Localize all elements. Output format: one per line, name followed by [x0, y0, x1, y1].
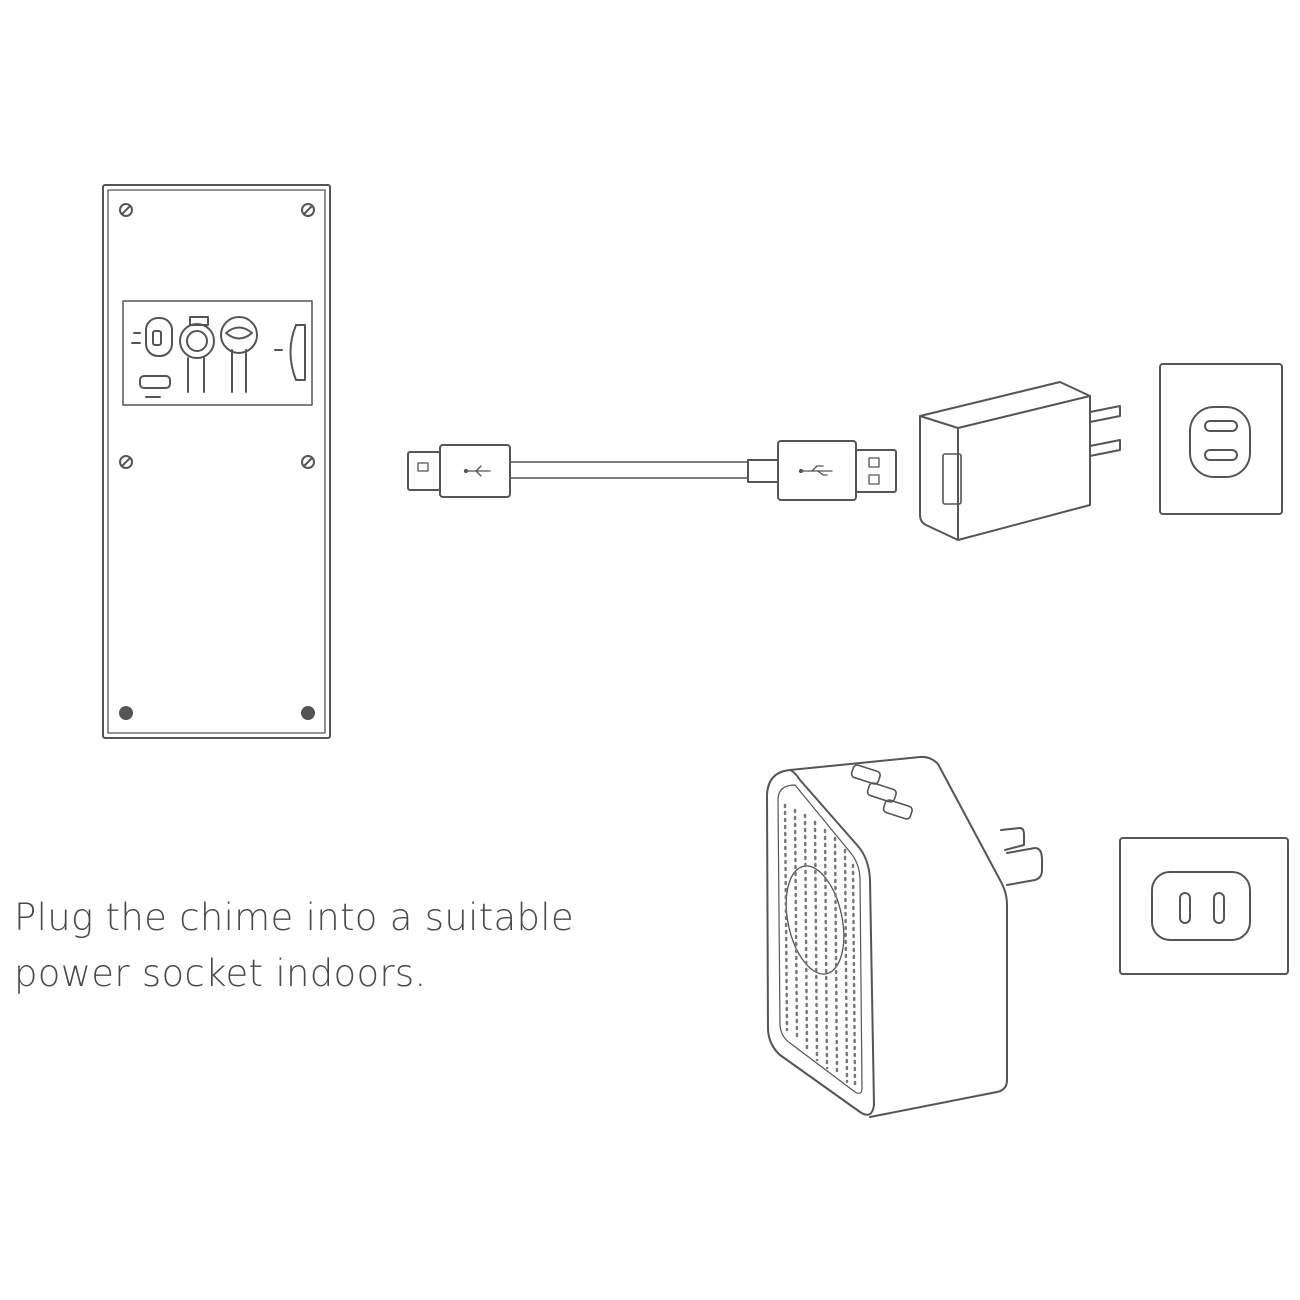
wall-socket: [1119, 837, 1289, 975]
port-panel: [122, 300, 313, 406]
chime-buttons: [850, 764, 913, 820]
doorbell-back-panel: [102, 184, 331, 739]
instruction-caption: Plug the chime into a suitable power soc…: [14, 890, 574, 1002]
screw-icon: [119, 203, 315, 720]
usb-symbol-icon: [798, 465, 833, 476]
caption-line-1: Plug the chime into a suitable: [14, 896, 574, 939]
speaker-grille: [783, 803, 857, 1087]
usb-cable: [407, 440, 897, 501]
wall-socket: [1159, 363, 1283, 515]
usb-symbol-icon: [463, 465, 491, 477]
caption-line-2: power socket indoors.: [14, 952, 427, 995]
chime: [766, 755, 1043, 1118]
usb-power-adapter: [919, 381, 1121, 541]
